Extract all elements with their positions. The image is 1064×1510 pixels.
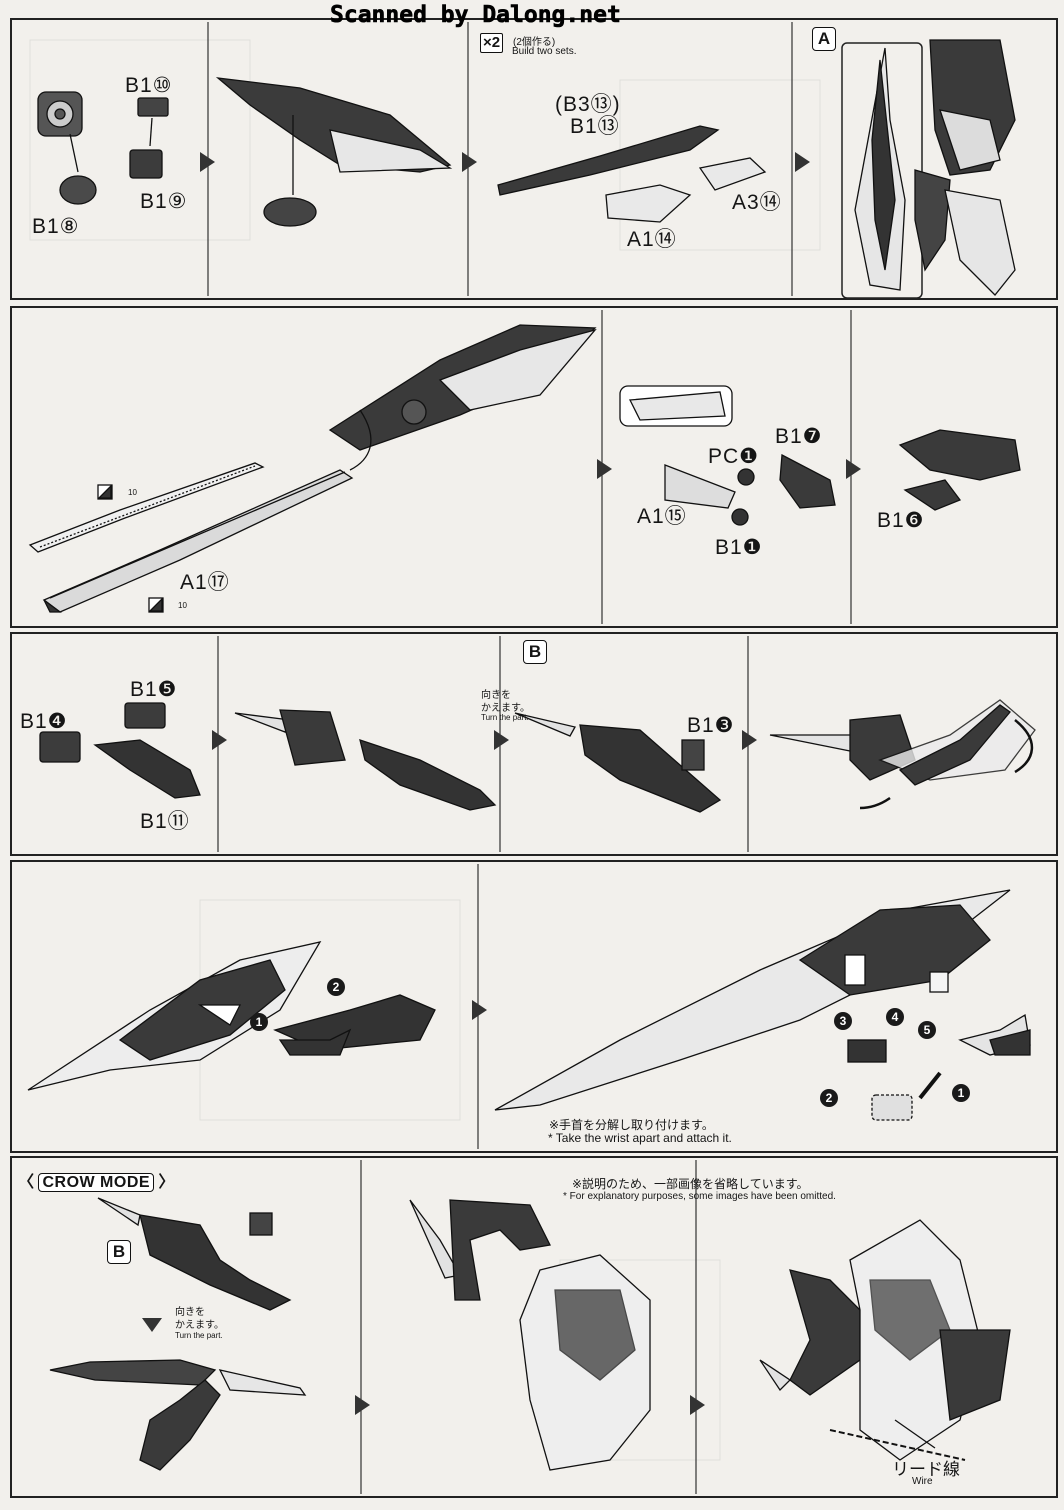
- build-sets-jp: (2個作る): [513, 37, 556, 48]
- part-label-b1-6: B1❻: [877, 509, 925, 532]
- turn-part-en: Turn the part.: [481, 713, 529, 722]
- turn-part-jp-2-crow: かえます。: [175, 1320, 224, 1331]
- wire-label-en: Wire: [912, 1476, 933, 1487]
- watermark: Scanned by Dalong.net: [330, 2, 621, 29]
- omit-note-jp: ※説明のため、一部画像を省略しています。: [572, 1177, 809, 1191]
- step-marker-1-left: 1: [250, 1013, 268, 1031]
- row-2-frame: [10, 306, 1058, 628]
- turn-part-jp-1: 向きを: [481, 690, 511, 701]
- turn-part-en-crow: Turn the part.: [175, 1331, 223, 1340]
- build-sets-en: Build two sets.: [512, 46, 577, 57]
- cut-marker-1: 10: [128, 488, 137, 497]
- step-marker-2-left: 2: [327, 978, 345, 996]
- part-label-b1-11: B1⑪: [140, 810, 190, 833]
- step-marker-1-right: 1: [952, 1084, 970, 1102]
- step-marker-2-right: 2: [820, 1089, 838, 1107]
- part-label-b1-13: B1⑬: [570, 115, 620, 138]
- step-marker-4: 4: [886, 1008, 904, 1026]
- omit-note-en: * For explanatory purposes, some images …: [563, 1191, 836, 1202]
- step-label-b: B: [523, 640, 547, 664]
- part-label-b1-7: B1❼: [775, 425, 823, 448]
- turn-part-jp-1-crow: 向きを: [175, 1307, 205, 1318]
- wrist-note-en: * Take the wrist apart and attach it.: [548, 1131, 732, 1145]
- crow-mode-title: 〈 CROW MODE 〉: [18, 1173, 175, 1192]
- step-label-b-crow: B: [107, 1240, 131, 1264]
- wrist-note-jp: ※手首を分解し取り付けます。: [549, 1118, 714, 1132]
- part-label-b1-5: B1❺: [130, 678, 178, 701]
- row-5-frame: [10, 1156, 1058, 1498]
- row-1-frame: [10, 18, 1058, 300]
- part-label-a3-14: A3⑭: [732, 191, 782, 214]
- wire-label-jp: リード線: [892, 1460, 960, 1479]
- cut-marker-2: 10: [178, 601, 187, 610]
- step-marker-5: 5: [918, 1021, 936, 1039]
- part-label-pc-1: PC❶: [708, 445, 759, 468]
- build-sets-badge: ×2: [480, 33, 504, 53]
- part-label-b1-1: B1❶: [715, 536, 763, 559]
- part-label-b1-10: B1⑩: [125, 74, 173, 97]
- row-3-frame: [10, 632, 1058, 856]
- part-label-a1-15: A1⑮: [637, 505, 687, 528]
- turn-part-jp-2: かえます。: [481, 703, 530, 714]
- part-label-b1-4: B1❹: [20, 710, 68, 733]
- crow-mode-tag: CROW MODE: [38, 1173, 155, 1192]
- part-label-a1-14: A1⑭: [627, 228, 677, 251]
- part-label-a1-17: A1⑰: [180, 571, 230, 594]
- part-label-b1-3: B1❸: [687, 714, 735, 737]
- part-label-b1-9: B1⑨: [140, 190, 188, 213]
- step-label-a: A: [812, 27, 836, 51]
- step-marker-3: 3: [834, 1012, 852, 1030]
- part-label-b3-13: (B3⑬): [555, 93, 621, 116]
- row-4-frame: [10, 860, 1058, 1153]
- part-label-b1-8: B1⑧: [32, 215, 80, 238]
